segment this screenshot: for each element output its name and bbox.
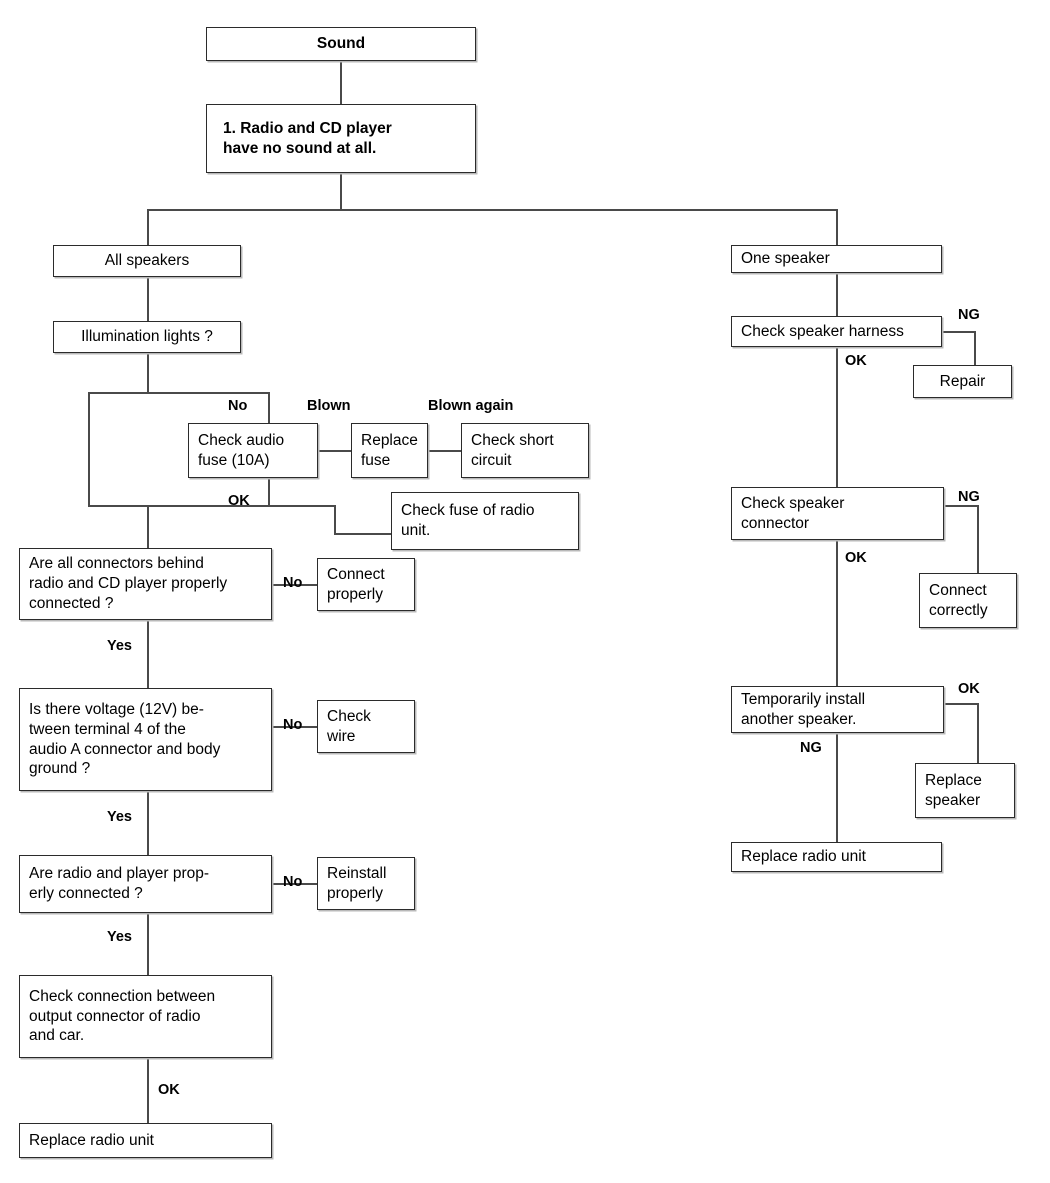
edge-radio-no-to-reinstall bbox=[272, 883, 317, 885]
edge-connectors-yes-down bbox=[147, 620, 149, 688]
node-sound[interactable]: Sound bbox=[206, 27, 476, 61]
edge-label-ng-connector: NG bbox=[958, 489, 980, 505]
edge-symptom-to-split bbox=[340, 173, 342, 209]
edge-harness-ok-down bbox=[836, 347, 838, 487]
edge-label-ok-temporary: OK bbox=[958, 681, 980, 697]
node-check-speaker-connector[interactable]: Check speaker connector bbox=[731, 487, 944, 540]
node-replace-fuse[interactable]: Replace fuse bbox=[351, 423, 428, 478]
edge-label-no-radio-player: No bbox=[283, 874, 303, 890]
edge-label-yes-radio-player: Yes bbox=[107, 929, 132, 945]
node-illumination-lights[interactable]: Illumination lights ? bbox=[53, 321, 241, 353]
edge-rejoin-to-connectors-question bbox=[147, 505, 149, 548]
edge-label-yes-connectors: Yes bbox=[107, 638, 132, 654]
node-all-speakers[interactable]: All speakers bbox=[53, 245, 241, 277]
node-connect-properly[interactable]: Connect properly bbox=[317, 558, 415, 611]
node-check-connection-output[interactable]: Check connection between output connecto… bbox=[19, 975, 272, 1058]
node-replace-speaker[interactable]: Replace speaker bbox=[915, 763, 1015, 818]
edge-split-bar bbox=[147, 209, 837, 211]
node-voltage-question[interactable]: Is there voltage (12V) be- tween termina… bbox=[19, 688, 272, 791]
node-check-speaker-harness[interactable]: Check speaker harness bbox=[731, 316, 942, 347]
edge-label-blown: Blown bbox=[307, 398, 351, 414]
edge-voltage-no-to-check-wire bbox=[272, 726, 317, 728]
edge-temporary-ng-down bbox=[836, 733, 838, 842]
edge-connector-ng-v bbox=[977, 505, 979, 573]
node-one-speaker[interactable]: One speaker bbox=[731, 245, 942, 273]
node-check-audio-fuse[interactable]: Check audio fuse (10A) bbox=[188, 423, 318, 478]
node-reinstall-properly[interactable]: Reinstall properly bbox=[317, 857, 415, 910]
edge-label-no-connectors: No bbox=[283, 575, 303, 591]
node-radio-player-question[interactable]: Are radio and player prop- erly connecte… bbox=[19, 855, 272, 913]
edge-voltage-yes-down bbox=[147, 791, 149, 855]
edge-connectors-no-to-connect-properly bbox=[272, 584, 317, 586]
edge-label-ok-harness: OK bbox=[845, 353, 867, 369]
edge-connector-ng-h bbox=[944, 505, 977, 507]
node-connect-correctly[interactable]: Connect correctly bbox=[919, 573, 1017, 628]
edge-check-connection-ok-down bbox=[147, 1058, 149, 1123]
node-connectors-question[interactable]: Are all connectors behind radio and CD p… bbox=[19, 548, 272, 620]
edge-replace-fuse-to-check-short bbox=[428, 450, 461, 452]
edge-temporary-ok-v bbox=[977, 703, 979, 763]
edge-bypass-left-arm bbox=[88, 392, 90, 505]
node-replace-radio-unit-right[interactable]: Replace radio unit bbox=[731, 842, 942, 872]
edge-harness-ng-v bbox=[974, 331, 976, 365]
edge-ok-step-h2 bbox=[334, 533, 391, 535]
edge-split-to-all-speakers bbox=[147, 209, 149, 245]
edge-ok-step-h1 bbox=[268, 505, 334, 507]
edge-bypass-rejoin-bar bbox=[88, 505, 268, 507]
edge-label-ng-temporary: NG bbox=[800, 740, 822, 756]
edge-illumination-split-bar bbox=[88, 392, 268, 394]
node-check-wire[interactable]: Check wire bbox=[317, 700, 415, 753]
edge-one-speaker-to-harness bbox=[836, 273, 838, 316]
edge-split-to-one-speaker bbox=[836, 209, 838, 245]
edge-label-ok-connector: OK bbox=[845, 550, 867, 566]
edge-temporary-ok-h bbox=[944, 703, 977, 705]
edge-no-to-check-audio-fuse bbox=[268, 392, 270, 423]
edge-label-ng-harness: NG bbox=[958, 307, 980, 323]
edge-radio-yes-down bbox=[147, 913, 149, 975]
edge-connector-ok-down bbox=[836, 540, 838, 686]
node-check-fuse-of-radio-unit[interactable]: Check fuse of radio unit. bbox=[391, 492, 579, 550]
edge-label-ok-output: OK bbox=[158, 1082, 180, 1098]
node-check-short-circuit[interactable]: Check short circuit bbox=[461, 423, 589, 478]
edge-ok-step-v bbox=[334, 505, 336, 533]
edge-label-ok-fuse: OK bbox=[228, 493, 250, 509]
edge-label-no-fuse: No bbox=[228, 398, 248, 414]
edge-sound-to-symptom bbox=[340, 61, 342, 104]
node-symptom[interactable]: 1. Radio and CD player have no sound at … bbox=[206, 104, 476, 173]
edge-check-audio-fuse-ok-down bbox=[268, 478, 270, 505]
node-repair[interactable]: Repair bbox=[913, 365, 1012, 398]
edge-label-no-voltage: No bbox=[283, 717, 303, 733]
edge-label-blown-again: Blown again bbox=[428, 398, 514, 414]
node-temporarily-install[interactable]: Temporarily install another speaker. bbox=[731, 686, 944, 733]
edge-all-speakers-to-illumination bbox=[147, 277, 149, 321]
edge-fuse-to-replace-fuse bbox=[318, 450, 351, 452]
edge-illumination-down bbox=[147, 353, 149, 392]
node-replace-radio-unit-left[interactable]: Replace radio unit bbox=[19, 1123, 272, 1158]
edge-harness-ng-h bbox=[942, 331, 974, 333]
edge-label-yes-voltage: Yes bbox=[107, 809, 132, 825]
